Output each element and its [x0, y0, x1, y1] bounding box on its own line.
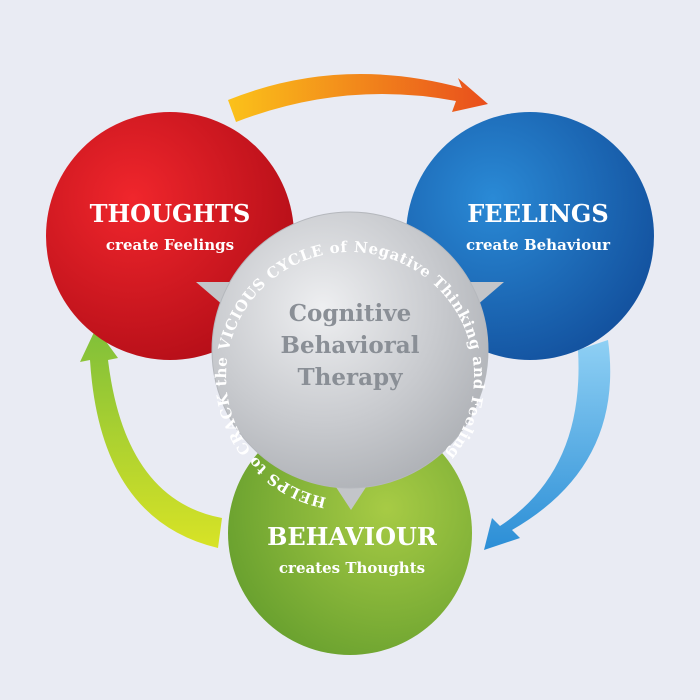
center-circle [211, 211, 489, 489]
center-line-3: Therapy [298, 364, 404, 391]
feelings-subtitle: create Behaviour [466, 236, 611, 254]
behaviour-title: BEHAVIOUR [267, 522, 438, 551]
arrow-feelings-to-behaviour [484, 340, 611, 550]
behaviour-subtitle: creates Thoughts [279, 559, 425, 577]
thoughts-title: THOUGHTS [90, 199, 251, 228]
arrow-behaviour-to-thoughts [80, 328, 222, 548]
center-line-2: Behavioral [281, 332, 420, 359]
thoughts-subtitle: create Feelings [106, 236, 234, 254]
arrow-thoughts-to-feelings [228, 74, 488, 122]
center-line-1: Cognitive [289, 300, 412, 327]
feelings-title: FEELINGS [467, 199, 609, 228]
